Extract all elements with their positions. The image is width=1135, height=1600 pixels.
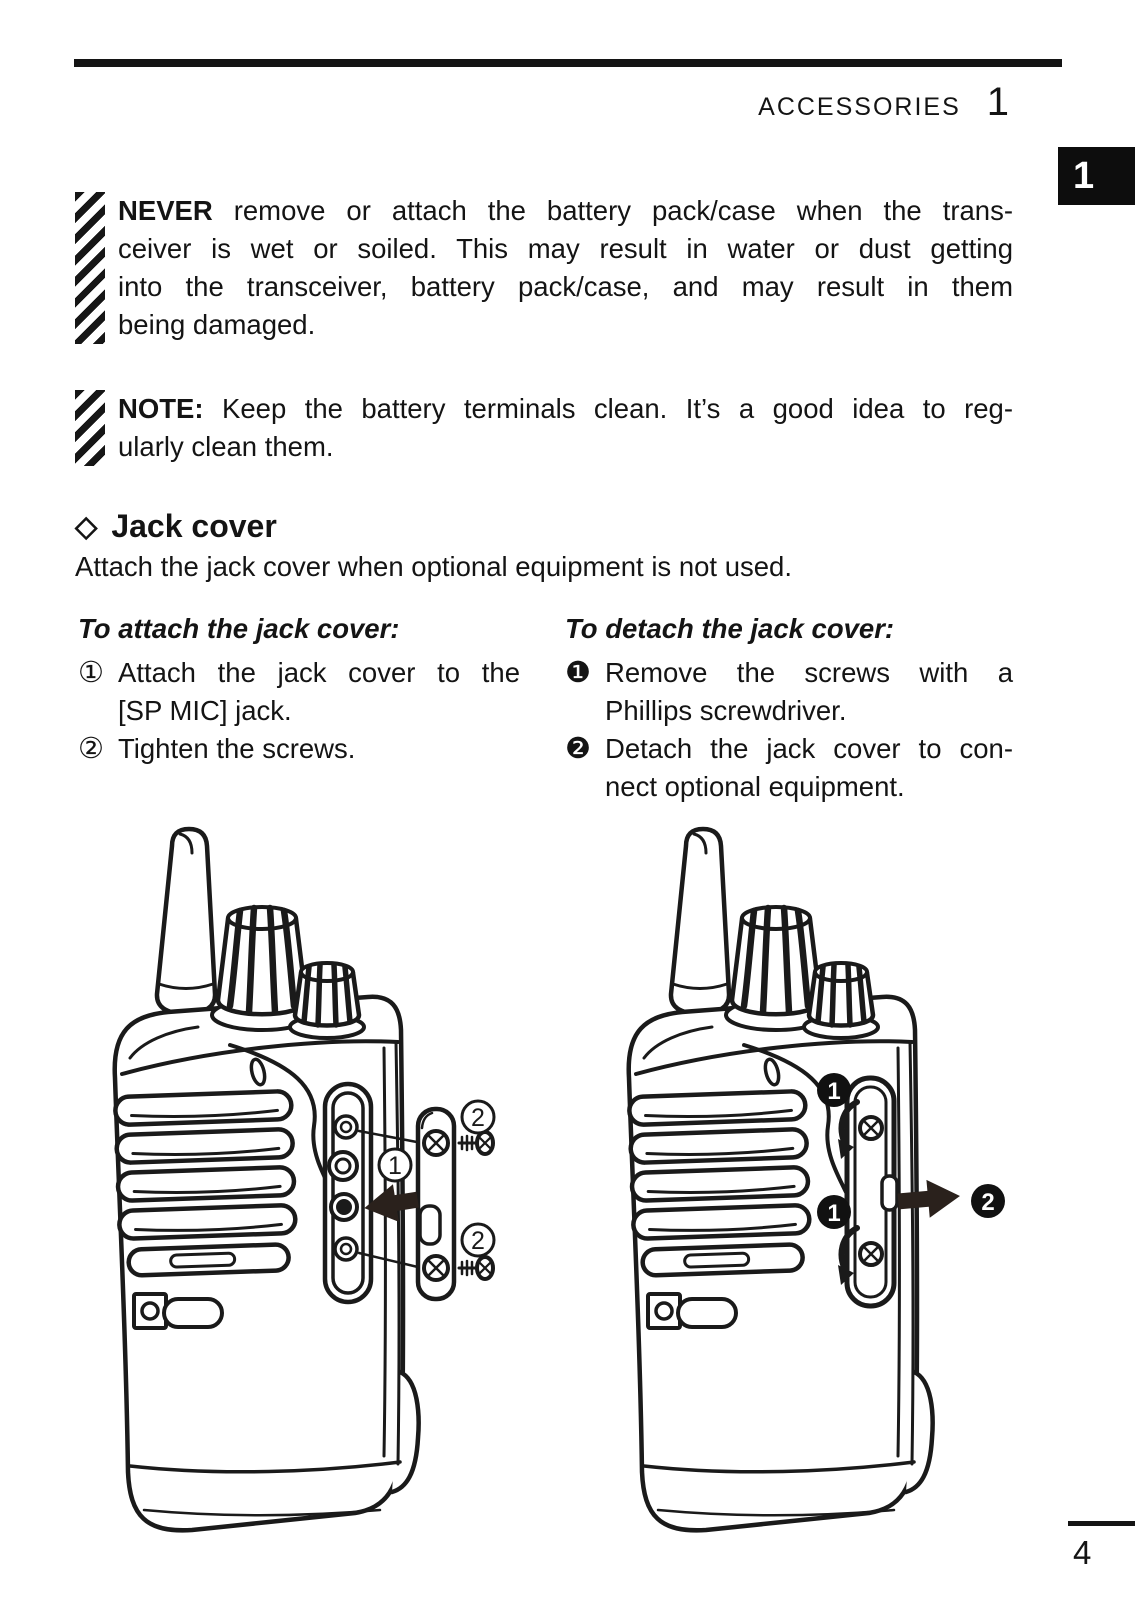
warning-text: NEVER remove or attach the battery pack/… <box>118 192 1013 344</box>
jack-cover-heading-text: Jack cover <box>111 508 277 544</box>
callout-2-circle <box>460 1099 496 1135</box>
attach-column: To attach the jack cover: ① Attach the j… <box>78 610 520 768</box>
step-marker: ① <box>78 657 104 689</box>
jack-cover-heading: ◇ Jack cover <box>75 508 277 545</box>
step-line: Attach the jack cover to the <box>118 657 520 688</box>
warning-label: NEVER <box>118 195 213 226</box>
detach-heading: To detach the jack cover: <box>565 613 895 644</box>
callout-2: 2 <box>981 1189 994 1216</box>
callout-2: 2 <box>471 1227 485 1255</box>
screw-top <box>457 1130 495 1156</box>
unscrew-arrow-bottom <box>838 1225 860 1275</box>
callout-2-circle <box>460 1222 496 1258</box>
step-text: Detach the jack cover to con- nect optio… <box>605 730 1013 806</box>
figure-detach-jack-cover: 1 1 2 <box>593 816 1005 1540</box>
page-number: 4 <box>1068 1521 1135 1572</box>
screw-bottom <box>457 1255 495 1281</box>
sp-mic-jack <box>322 1081 374 1305</box>
warning-line: being damaged. <box>118 309 316 340</box>
warning-line: into the transceiver, battery pack/case,… <box>118 271 1013 302</box>
step-marker: ② <box>78 733 104 765</box>
note-label: NOTE: <box>118 393 204 424</box>
note-line: ularly clean them. <box>118 431 334 462</box>
detach-column: To detach the jack cover: ❶ Remove the s… <box>565 610 1013 806</box>
callout-1: 1 <box>388 1152 402 1180</box>
callout-1: 1 <box>827 1200 840 1227</box>
warning-block: NEVER remove or attach the battery pack/… <box>75 192 1013 344</box>
attach-heading: To attach the jack cover: <box>78 613 400 644</box>
hatch-bar-icon <box>75 390 105 466</box>
note-text: NOTE: Keep the battery terminals clean. … <box>118 390 1013 466</box>
detach-overlay: 1 1 2 <box>817 1073 1005 1309</box>
attach-step-2: ② Tighten the screws. <box>78 730 520 768</box>
header-rule <box>74 59 1062 67</box>
warning-line: ceiver is wet or soiled. This may result… <box>118 233 1013 264</box>
step-marker: ❷ <box>565 733 591 765</box>
step-line: Tighten the screws. <box>118 733 356 764</box>
detach-step-1: ❶ Remove the screws with a Phillips scre… <box>565 654 1013 730</box>
attach-step-1: ① Attach the jack cover to the [SP MIC] … <box>78 654 520 730</box>
attach-overlay: 1 2 2 <box>322 1081 496 1305</box>
jack-cover-attached <box>844 1075 899 1309</box>
step-line: nect optional equipment. <box>605 771 905 802</box>
section-number: 1 <box>986 80 1009 124</box>
step-line: Remove the screws with a <box>605 657 1013 688</box>
warning-line: NEVER remove or attach the battery pack/… <box>118 195 1013 226</box>
unscrew-arrow-top <box>838 1099 860 1149</box>
jack-cover-plate <box>415 1106 457 1302</box>
step-line: Detach the jack cover to con- <box>605 733 1013 764</box>
diamond-icon: ◇ <box>75 511 98 543</box>
hatch-bar-icon <box>75 192 105 344</box>
note-line: NOTE: Keep the battery terminals clean. … <box>118 393 1013 424</box>
note-block: NOTE: Keep the battery terminals clean. … <box>75 390 1013 466</box>
step-text: Tighten the screws. <box>118 730 520 768</box>
detach-arrow-icon <box>897 1179 960 1218</box>
page-number-text: 4 <box>1073 1534 1092 1571</box>
callout-1-filled-circle <box>817 1195 851 1229</box>
callout-1: 1 <box>827 1078 840 1105</box>
step-line: [SP MIC] jack. <box>118 695 292 726</box>
jack-cover-intro: Attach the jack cover when optional equi… <box>75 551 792 582</box>
chapter-tab-number: 1 <box>1073 154 1095 197</box>
section-title: ACCESSORIES <box>758 93 961 121</box>
page-header: ACCESSORIES 1 <box>758 80 1009 125</box>
chapter-tab: 1 <box>1058 147 1135 205</box>
detach-step-2: ❷ Detach the jack cover to con- nect opt… <box>565 730 1013 806</box>
step-text: Remove the screws with a Phillips screwd… <box>605 654 1013 730</box>
callout-1-circle <box>377 1147 413 1183</box>
step-text: Attach the jack cover to the [SP MIC] ja… <box>118 654 520 730</box>
step-line: Phillips screwdriver. <box>605 695 847 726</box>
callout-2: 2 <box>471 1104 485 1132</box>
callout-1-filled-circle <box>817 1073 851 1107</box>
attach-arrow-icon <box>364 1184 419 1222</box>
step-marker: ❶ <box>565 657 591 689</box>
callout-2-filled-circle <box>971 1184 1005 1218</box>
figure-attach-jack-cover: 1 2 2 <box>80 816 496 1540</box>
